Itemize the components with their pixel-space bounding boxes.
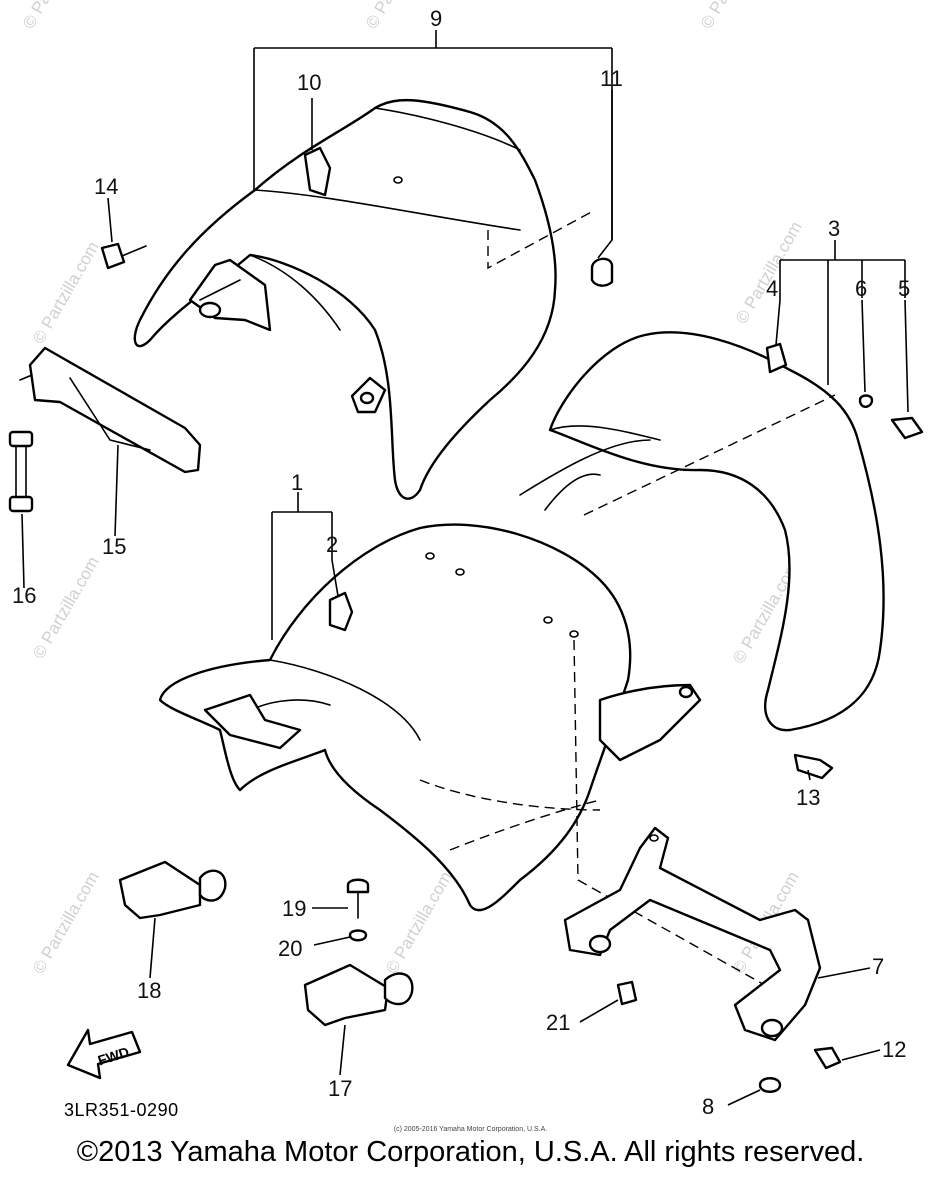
strap-drawing	[8, 430, 34, 513]
callout-19: 19	[282, 896, 306, 921]
callout-17: 17	[328, 1076, 352, 1101]
callout-21: 21	[546, 1010, 570, 1035]
callout-4: 4	[766, 276, 778, 301]
callout-20: 20	[278, 936, 302, 961]
callout-15: 15	[102, 534, 126, 559]
callout-2: 2	[326, 532, 338, 557]
diagram-code: 3LR351-0290	[64, 1100, 179, 1120]
callout-14: 14	[94, 174, 118, 199]
watermark: © Partzilla.com	[19, 0, 93, 32]
callout-1: 1	[291, 470, 303, 495]
watermark: © Partzilla.com	[29, 553, 103, 662]
watermark: © Partzilla.com	[382, 868, 456, 977]
callout-labels: 1 2 3 4 5 6 7 8 9 10 11 12 13 14 15 16 1…	[12, 6, 910, 1119]
watermark: © Partzilla.com	[29, 238, 103, 347]
watermark: © Partzilla.com	[697, 0, 771, 32]
hardware-drawing	[100, 242, 924, 1093]
callout-9: 9	[430, 6, 442, 31]
callout-11: 11	[600, 66, 623, 91]
rear-seat-drawing	[133, 98, 614, 500]
watermark: © Partzilla.com	[732, 218, 806, 327]
seat-cover-drawing	[548, 331, 885, 732]
callout-7: 7	[872, 954, 884, 979]
watermark: © Partzilla.com	[29, 868, 103, 977]
copyright-notice: ©2013 Yamaha Motor Corporation, U.S.A. A…	[76, 1136, 865, 1168]
tray-drawing	[19, 346, 202, 474]
callout-6: 6	[855, 276, 867, 301]
fwd-arrow-icon: FWD	[66, 1028, 142, 1080]
callout-5: 5	[898, 276, 910, 301]
callout-3: 3	[828, 216, 840, 241]
callout-12: 12	[882, 1037, 906, 1062]
bracket-drawing	[563, 826, 822, 1042]
callout-13: 13	[796, 785, 820, 810]
callout-16: 16	[12, 583, 36, 608]
front-seat-drawing	[158, 394, 836, 989]
callout-10: 10	[297, 70, 321, 95]
callout-8: 8	[702, 1094, 714, 1119]
small-credit: (c) 2005-2016 Yamaha Motor Corporation, …	[393, 1126, 548, 1133]
lock-drawing	[118, 860, 414, 1027]
watermark: © Partzilla.com	[362, 0, 436, 32]
leader-lines	[21, 30, 909, 1106]
callout-18: 18	[137, 978, 161, 1003]
